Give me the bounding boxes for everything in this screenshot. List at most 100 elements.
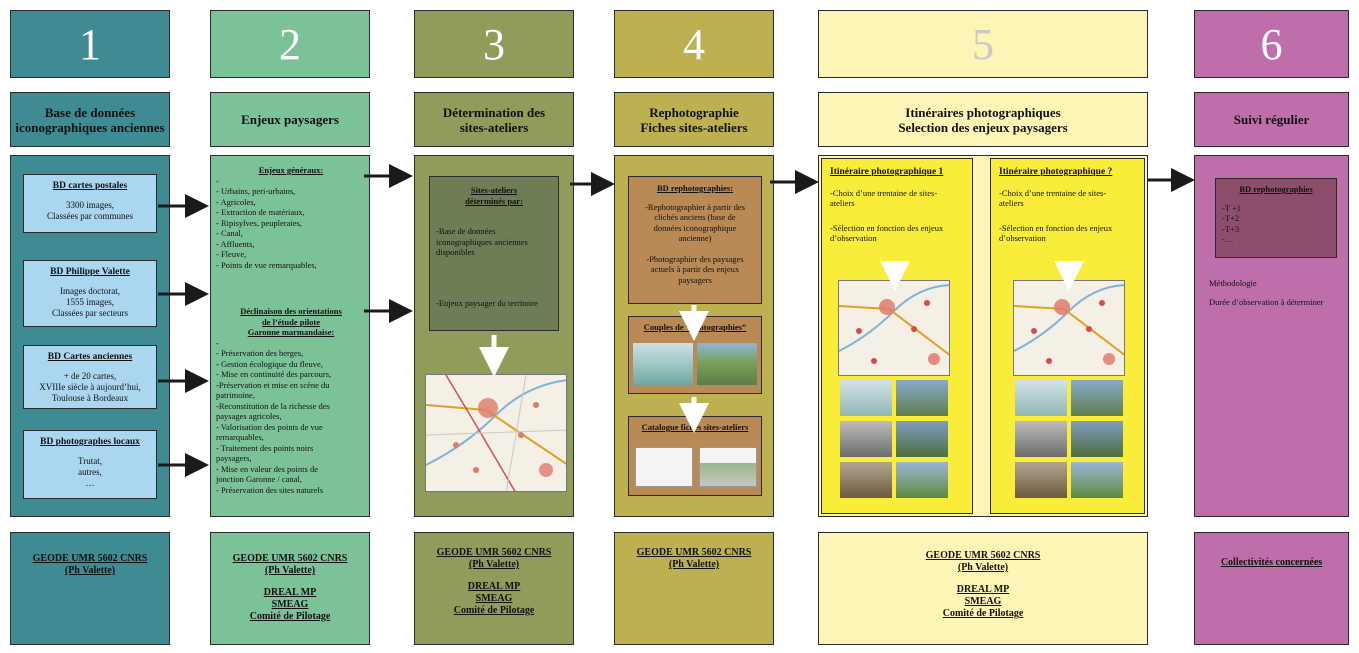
box-line: disponibles: [436, 247, 475, 257]
itinerary-map-image: [839, 284, 949, 365]
list-item: -: [216, 175, 219, 186]
box-line: -Rephotographier à partir des: [645, 201, 745, 212]
list-item: patrimoine,: [216, 390, 255, 400]
box-line: clichés anciens (base de: [654, 212, 736, 222]
list-item: - Canal,: [216, 228, 243, 238]
list-item: - Points de vue remarquables,: [216, 259, 317, 270]
box-line: …: [85, 478, 95, 488]
itinerary-photo: [840, 462, 892, 498]
box-line: -T +1: [1222, 202, 1242, 213]
box-line: -Enjeux paysager du territoire: [436, 297, 538, 308]
section-heading: Enjeux généraux:: [258, 165, 324, 175]
box-line: -T+3: [1222, 223, 1240, 234]
list-item: - Ripisylves, peupleraies,: [216, 217, 302, 228]
bd-cartes-anciennes-box: BD Cartes anciennes + de 20 cartes, XVII…: [23, 345, 157, 409]
itinerary-map-image: [1014, 284, 1124, 365]
box-line: 3300 images,: [66, 200, 114, 210]
box-line: -Sélection en fonction des enjeux: [999, 222, 1113, 233]
box-heading: Sites-ateliers: [470, 185, 518, 195]
step-number-2: 2: [210, 10, 370, 78]
box-line: 1555 images,: [66, 297, 114, 307]
title-line: Suivi régulier: [1233, 112, 1310, 127]
box-heading: BD Philippe Valette: [50, 267, 130, 277]
box-line: -T+2: [1222, 213, 1240, 223]
box-line: XVIIIe siècle à aujourd’hui,: [39, 382, 141, 392]
footer-line: (Ph Valette): [264, 565, 316, 576]
itinerary-photo: [896, 421, 948, 457]
list-item: -Préservation et mise en scène du: [216, 379, 330, 390]
box-line: -Photographier des paysages: [646, 253, 744, 264]
box-heading: Itinéraire photographique ?: [999, 167, 1113, 177]
territory-map: [425, 374, 567, 492]
box-line: Trutat,: [78, 456, 102, 466]
box-line: -Base de données: [436, 226, 496, 236]
footer-line: SMEAG: [964, 596, 1002, 607]
list-item: - Mise en valeur des points de: [216, 463, 318, 474]
step-content-6: BD rephotographies -T +1 -T+2 -T+3 -… Mé…: [1194, 155, 1349, 517]
list-item: - Urbains, peri-urbains,: [216, 186, 296, 196]
suivi-notes: Méthodologie Durée d’observation à déter…: [1209, 278, 1345, 307]
itinerary-photo: [1015, 380, 1067, 416]
bd-rephotographies-suivi-box: BD rephotographies -T +1 -T+2 -T+3 -…: [1215, 178, 1337, 258]
footer-line: GEODE UMR 5602 CNRS: [32, 553, 148, 564]
arrow-group-col1-col2: [158, 194, 209, 477]
old-photo: [633, 343, 693, 385]
orientations-text: Déclinaison des orientations de l’étude …: [216, 306, 366, 495]
box-line: Images doctorat,: [60, 286, 120, 296]
list-item: - Gestion écologique du fleuve,: [216, 358, 323, 369]
step-number-3: 3: [414, 10, 574, 78]
step-footer-1: GEODE UMR 5602 CNRS (Ph Valette): [10, 532, 170, 645]
section-heading: Garonne marmandaise:: [247, 327, 335, 337]
section-heading: de l’étude pilote: [261, 316, 321, 327]
list-item: paysagers,: [216, 453, 252, 463]
title-line: sites-ateliers: [459, 119, 529, 135]
box-line: Toulouse à Bordeaux: [51, 393, 129, 403]
footer-line: Comité de Pilotage: [942, 608, 1024, 619]
sites-ateliers-box: Sites-ateliers déterminés par: -Base de …: [429, 176, 559, 331]
note-line: Méthodologie: [1209, 278, 1257, 288]
step-number-5: 5: [818, 10, 1148, 78]
section-heading: Déclinaison des orientations: [240, 306, 342, 316]
box-line: actuels à partir des enjeux: [650, 264, 740, 274]
box-line: -Choix d’une trentaine de sites-: [999, 187, 1107, 198]
step-title-6: Suivi régulier: [1194, 92, 1349, 147]
catalogue-fiches-box: Catalogue fiches sites-ateliers: [628, 416, 762, 496]
footer-line: SMEAG: [271, 599, 309, 610]
footer-line: (Ph Valette): [468, 559, 520, 570]
step-content-5: Itinéraire photographique 1 -Choix d’une…: [818, 155, 1148, 517]
note-line: Durée d’observation à déterminer: [1209, 296, 1324, 307]
box-heading: BD rephotographies: [1239, 184, 1313, 194]
list-item: - Valorisation des points de vue: [216, 421, 323, 432]
box-heading: déterminés par:: [465, 195, 523, 206]
list-item: jonction Garonne / canal,: [216, 474, 302, 484]
title-line: Selection des enjeux paysagers: [898, 119, 1068, 135]
list-item: - Affluents,: [216, 238, 255, 249]
catalogue-sheet-2: [699, 447, 757, 487]
box-line: ateliers: [830, 198, 855, 208]
itineraire-1-box: Itinéraire photographique 1 -Choix d’une…: [821, 158, 973, 514]
footer-line: GEODE UMR 5602 CNRS: [925, 550, 1041, 561]
itinerary-photo: [840, 380, 892, 416]
box-line: autres,: [78, 467, 102, 477]
box-heading: BD cartes postales: [52, 181, 128, 191]
box-line: d’observation: [830, 233, 877, 243]
itinerary-map: [838, 280, 950, 376]
list-item: - Mise en continuité des parcours,: [216, 369, 332, 379]
footer-line: DREAL MP: [956, 584, 1010, 595]
box-heading: BD photographes locaux: [40, 437, 140, 447]
footer-line: DREAL MP: [263, 587, 317, 598]
step-footer-2: GEODE UMR 5602 CNRS (Ph Valette) DREAL M…: [210, 532, 370, 645]
list-item: -Reconstitution de la richesse des: [216, 400, 330, 411]
box-line: + de 20 cartes,: [63, 371, 117, 381]
itineraire-2-box: Itinéraire photographique ? -Choix d’une…: [990, 158, 1145, 514]
road-map-image: [426, 375, 566, 491]
itinerary-photo: [1071, 380, 1123, 416]
title-line: Enjeux paysagers: [241, 112, 339, 127]
footer-line: GEODE UMR 5602 CNRS: [232, 553, 348, 564]
itinerary-photo: [896, 380, 948, 416]
box-line: Classées par communes: [47, 211, 133, 221]
